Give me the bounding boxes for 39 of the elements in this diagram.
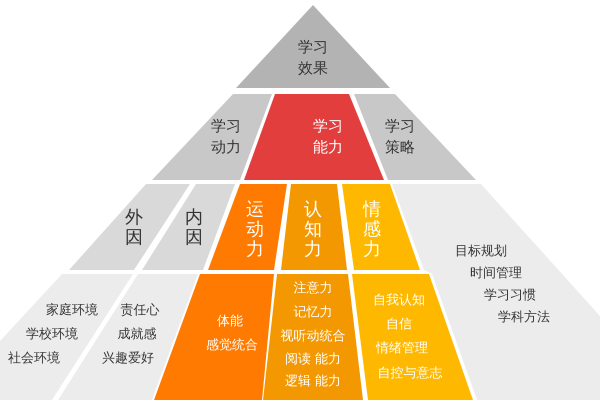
segment-label: 情感力 (363, 200, 381, 260)
segment-label: 目标规划 (455, 243, 507, 261)
segment-label: 兴趣爱好 (102, 350, 154, 368)
segment-label: 注意力 (294, 280, 332, 298)
segment-label: 学校环境 (26, 326, 78, 344)
pyramid-segment (354, 94, 476, 180)
segment-label: 学习能力 (313, 116, 343, 158)
segment-label: 时间管理 (470, 265, 522, 283)
pyramid-segment (263, 274, 363, 400)
segment-label: 学习习惯 (484, 287, 536, 305)
segment-label: 逻辑 能力 (284, 373, 342, 391)
segment-label: 社会环境 (8, 350, 60, 368)
segment-label: 自我认知 (373, 292, 425, 310)
segment-label: 内因 (185, 208, 203, 248)
segment-label: 家庭环境 (46, 302, 98, 320)
segment-label: 记忆力 (294, 304, 332, 322)
pyramid-segment (236, 5, 390, 88)
segment-label: 运动力 (246, 200, 264, 260)
segment-label: 体能 (217, 313, 243, 331)
pyramid-segment (142, 184, 235, 270)
segment-label: 自控与意志 (378, 365, 442, 383)
segment-label: 学习策略 (385, 116, 415, 158)
segment-label: 感觉统合 (206, 337, 258, 355)
pyramid-segment (244, 94, 384, 180)
segment-label: 责任心 (120, 302, 160, 320)
pyramid-segment (208, 184, 287, 270)
segment-label: 外因 (125, 208, 143, 248)
segment-label: 视听动统合 (280, 328, 346, 346)
segment-label: 成就感 (118, 326, 156, 344)
pyramid-segment (281, 184, 347, 270)
segment-label: 阅读 能力 (284, 351, 342, 369)
segment-label: 学习效果 (298, 37, 328, 79)
pyramid-segment (342, 184, 420, 270)
segment-label: 情绪管理 (376, 340, 428, 358)
pyramid-segment (152, 94, 272, 180)
segment-label: 学科方法 (498, 309, 550, 327)
segment-label: 学习动力 (211, 116, 241, 158)
segment-label: 自信 (386, 316, 412, 334)
segment-label: 认知力 (304, 200, 322, 260)
